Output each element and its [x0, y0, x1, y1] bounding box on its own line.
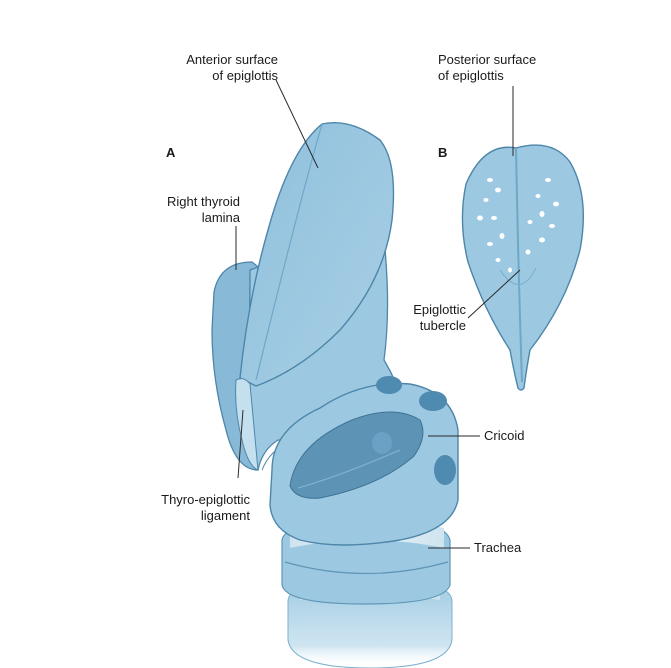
label-posterior-surface-line1: Posterior surface: [438, 52, 537, 67]
inner-facet: [372, 432, 392, 454]
thyroid-facet: [434, 455, 456, 485]
cricoid-lumen: [289, 411, 424, 499]
label-thyro-epiglottic-line2: ligament: [200, 508, 250, 523]
trachea-group: [281, 517, 453, 668]
leader-thyro-epiglottic: [237, 409, 244, 479]
label-posterior-surface-line2: of epiglottis: [438, 68, 504, 83]
label-cricoid: Cricoid: [484, 428, 525, 443]
arytenoid-facet-1: [376, 376, 402, 394]
label-right-thyroid-lamina-line2: lamina: [201, 210, 240, 225]
label-anterior-surface: Anterior surface of epiglottis: [158, 52, 278, 84]
label-trachea: Trachea: [474, 540, 522, 555]
label-anterior-surface-line2: of epiglottis: [212, 68, 278, 83]
label-epiglottic-tubercle-line2: tubercle: [419, 318, 466, 333]
label-thyro-epiglottic-line1: Thyro-epiglottic: [161, 492, 250, 507]
label-epiglottic-tubercle-line1: Epiglottic: [413, 302, 466, 317]
leader-anterior: [275, 79, 319, 169]
cricoid-cartilage: [269, 376, 459, 546]
epiglottis-leaf: [239, 122, 395, 387]
label-right-thyroid-lamina-line1: Right thyroid: [167, 194, 240, 209]
leader-lines: [235, 79, 521, 549]
label-posterior-surface: Posterior surface of epiglottis: [438, 52, 536, 84]
leader-tubercle: [467, 269, 521, 319]
label-anterior-surface-line1: Anterior surface: [186, 52, 278, 67]
epiglottis-a: [235, 122, 395, 471]
thyro-epiglottic-ligament-shape: [235, 378, 259, 471]
label-epiglottic-tubercle: Epiglottic tubercle: [380, 302, 466, 334]
epiglottis-posterior-leaf: [461, 144, 584, 391]
epiglottis-b: [461, 144, 584, 391]
label-right-thyroid-lamina: Right thyroid lamina: [130, 194, 240, 226]
label-thyro-epiglottic-ligament: Thyro-epiglottic ligament: [130, 492, 250, 524]
panel-label-a: A: [166, 145, 176, 160]
panel-label-b: B: [438, 145, 448, 160]
arytenoid-facet-2: [419, 391, 447, 411]
mucous-gland-pits: [477, 178, 559, 273]
